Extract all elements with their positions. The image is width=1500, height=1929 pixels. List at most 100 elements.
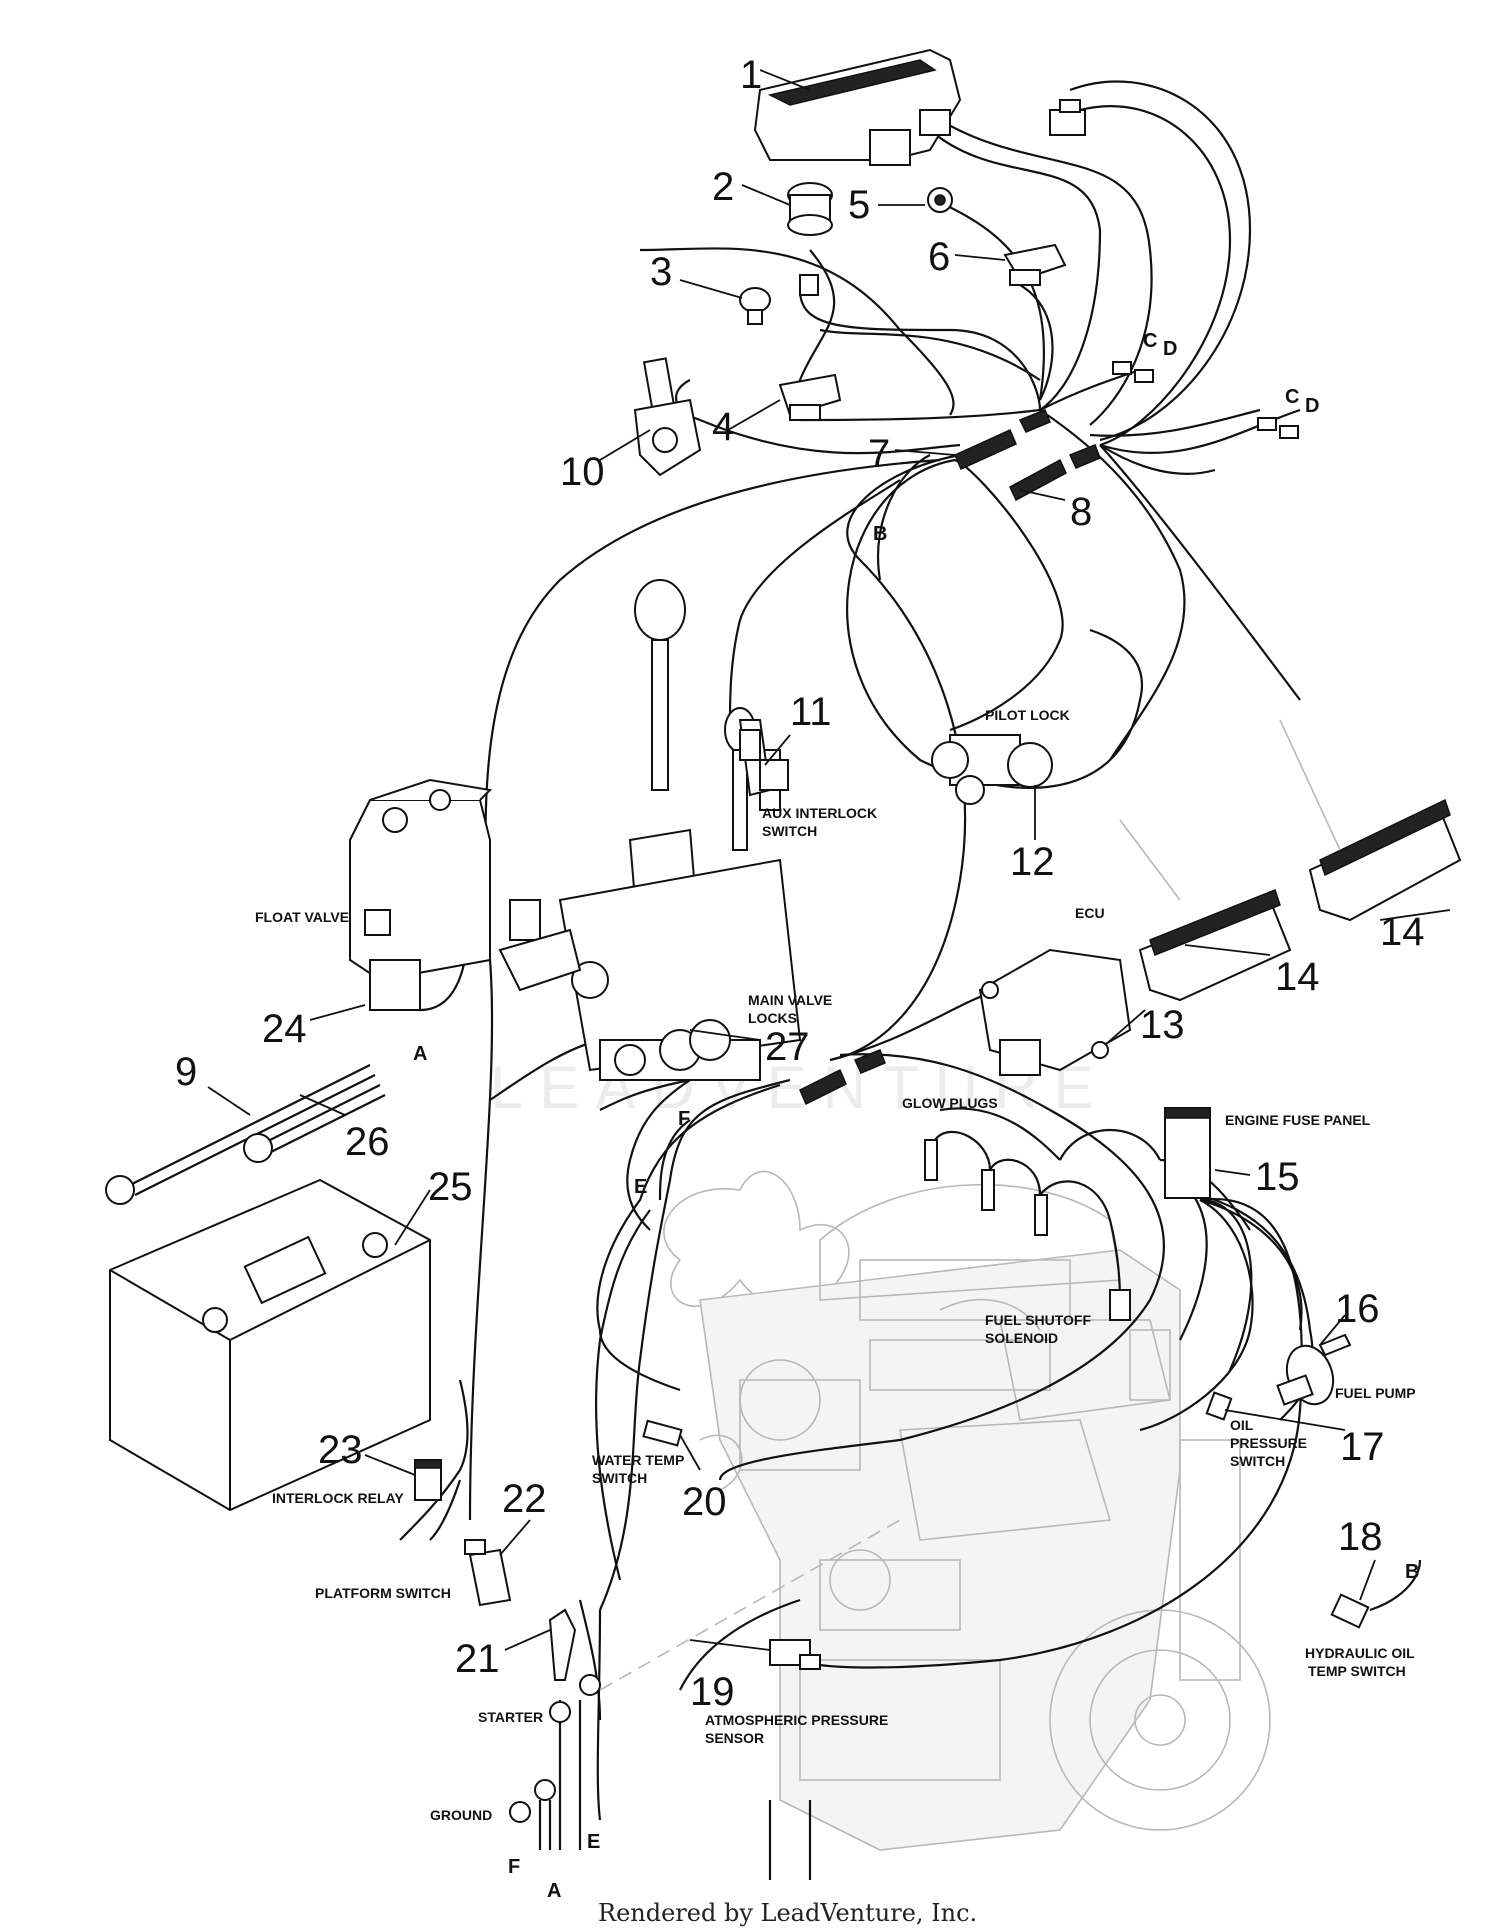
label-platform-switch: PLATFORM SWITCH <box>315 1585 451 1601</box>
callout-8: 8 <box>1070 490 1092 534</box>
label-atmospheric-2: SENSOR <box>705 1730 764 1746</box>
instrument-display <box>753 48 962 166</box>
oil-pressure-switch <box>1205 1391 1233 1421</box>
letter-b-left: B <box>873 523 887 545</box>
connection-letters: A B C D C D F E B E F A <box>413 330 1419 1902</box>
label-engine-fuse-panel: ENGINE FUSE PANEL <box>1225 1112 1371 1128</box>
callout-12: 12 <box>1010 840 1055 884</box>
label-atmospheric-1: ATMOSPHERIC PRESSURE <box>705 1712 888 1728</box>
label-float-valve: FLOAT VALVE <box>255 909 349 925</box>
label-ecu: ECU <box>1075 905 1105 921</box>
atmospheric-pressure-sensor <box>769 1639 821 1670</box>
harness-sleeves <box>799 409 1101 1106</box>
work-light-right <box>1279 719 1462 922</box>
key-switch <box>787 182 833 296</box>
hydraulic-oil-temp-switch <box>1330 1593 1370 1629</box>
letter-b-right: B <box>1405 1561 1419 1583</box>
platform-switch <box>464 1539 512 1607</box>
callout-14b: 14 <box>1380 910 1425 954</box>
battery-cables <box>105 1064 386 1205</box>
callout-17: 17 <box>1340 1425 1385 1469</box>
callout-2: 2 <box>712 165 734 209</box>
joystick-control <box>633 357 702 477</box>
letter-c-1: C <box>1143 330 1157 352</box>
label-fuel-shutoff-1: FUEL SHUTOFF <box>985 1312 1091 1328</box>
top-right-sensor <box>1049 99 1086 136</box>
component-labels: PILOT LOCK AUX INTERLOCK SWITCH ECU FLOA… <box>255 707 1416 1823</box>
ecu-module <box>978 948 1132 1076</box>
label-water-temp-2: SWITCH <box>592 1470 647 1486</box>
label-ground: GROUND <box>430 1807 492 1823</box>
control-valve-assembly <box>498 579 802 1081</box>
letter-d-1: D <box>1163 338 1177 360</box>
callout-27: 27 <box>765 1025 810 1069</box>
battery <box>109 1178 431 1512</box>
letter-d-2: D <box>1305 395 1319 417</box>
label-fuel-shutoff-2: SOLENOID <box>985 1330 1058 1346</box>
callout-23: 23 <box>318 1428 363 1472</box>
callout-20: 20 <box>682 1480 727 1524</box>
label-interlock-relay: INTERLOCK RELAY <box>272 1490 404 1506</box>
starter-terminals <box>509 1519 901 1823</box>
aux-interlock-switch <box>739 729 789 791</box>
callout-10: 10 <box>560 450 605 494</box>
starter-boot <box>548 1608 577 1681</box>
letter-e-left: E <box>634 1176 647 1198</box>
callout-7: 7 <box>868 432 890 476</box>
pilot-lock-solenoid <box>931 734 1053 805</box>
callout-11: 11 <box>790 690 832 734</box>
label-aux-interlock-1: AUX INTERLOCK <box>762 805 877 821</box>
callout-9: 9 <box>175 1050 197 1094</box>
label-starter: STARTER <box>478 1709 543 1725</box>
label-aux-interlock-2: SWITCH <box>762 823 817 839</box>
callout-19: 19 <box>690 1670 735 1714</box>
callout-3: 3 <box>650 250 672 294</box>
callout-4: 4 <box>712 405 734 449</box>
glow-plugs <box>924 1130 1122 1301</box>
letter-c-2: C <box>1285 386 1299 408</box>
fuel-pump <box>1276 1333 1352 1406</box>
label-oil-pressure-1: OIL <box>1230 1417 1254 1433</box>
label-main-valve-1: MAIN VALVE <box>748 992 832 1008</box>
letter-e-bottom: E <box>587 1831 600 1853</box>
interlock-relay <box>414 1459 442 1501</box>
footer-credit: Rendered by LeadVenture, Inc. <box>598 1899 977 1927</box>
rocker-switch-4 <box>778 373 842 421</box>
callout-26: 26 <box>345 1120 390 1164</box>
rocker-switch-6 <box>1003 243 1067 286</box>
label-oil-pressure-2: PRESSURE <box>1230 1435 1307 1451</box>
label-main-valve-2: LOCKS <box>748 1010 797 1026</box>
work-light-left <box>1119 819 1292 1002</box>
label-hydraulic-oil-1: HYDRAULIC OIL <box>1305 1645 1415 1661</box>
water-temp-switch <box>642 1419 683 1447</box>
callout-numbers: 1 2 5 3 6 4 10 7 8 11 12 13 14 14 24 27 … <box>175 53 1425 1714</box>
callout-25: 25 <box>428 1165 473 1209</box>
fuel-shutoff-solenoid <box>1109 1289 1131 1321</box>
label-fuel-pump: FUEL PUMP <box>1335 1385 1416 1401</box>
engine-fuse-panel <box>1164 1107 1211 1199</box>
letter-a-top: A <box>413 1043 427 1065</box>
letter-a-bottom: A <box>547 1880 561 1902</box>
callout-6: 6 <box>928 235 950 279</box>
connectors-cd <box>1112 361 1299 439</box>
callout-18: 18 <box>1338 1515 1383 1559</box>
float-valve <box>349 778 493 1011</box>
callout-13: 13 <box>1140 1003 1185 1047</box>
letter-f-left: F <box>678 1108 690 1130</box>
callout-15: 15 <box>1255 1155 1300 1199</box>
label-water-temp-1: WATER TEMP <box>592 1452 684 1468</box>
callout-24: 24 <box>262 1007 307 1051</box>
label-hydraulic-oil-2: TEMP SWITCH <box>1308 1663 1406 1679</box>
callout-16: 16 <box>1335 1287 1380 1331</box>
callout-21: 21 <box>455 1637 500 1681</box>
leader-lines <box>207 69 1451 1651</box>
engine-assembly <box>663 1170 1271 1851</box>
push-button-3 <box>739 287 771 325</box>
callout-5: 5 <box>848 183 870 227</box>
callout-1: 1 <box>740 53 762 97</box>
letter-f-bottom: F <box>508 1856 520 1878</box>
callout-14a: 14 <box>1275 955 1320 999</box>
small-round-switch <box>927 187 953 213</box>
label-glow-plugs: GLOW PLUGS <box>902 1095 998 1111</box>
